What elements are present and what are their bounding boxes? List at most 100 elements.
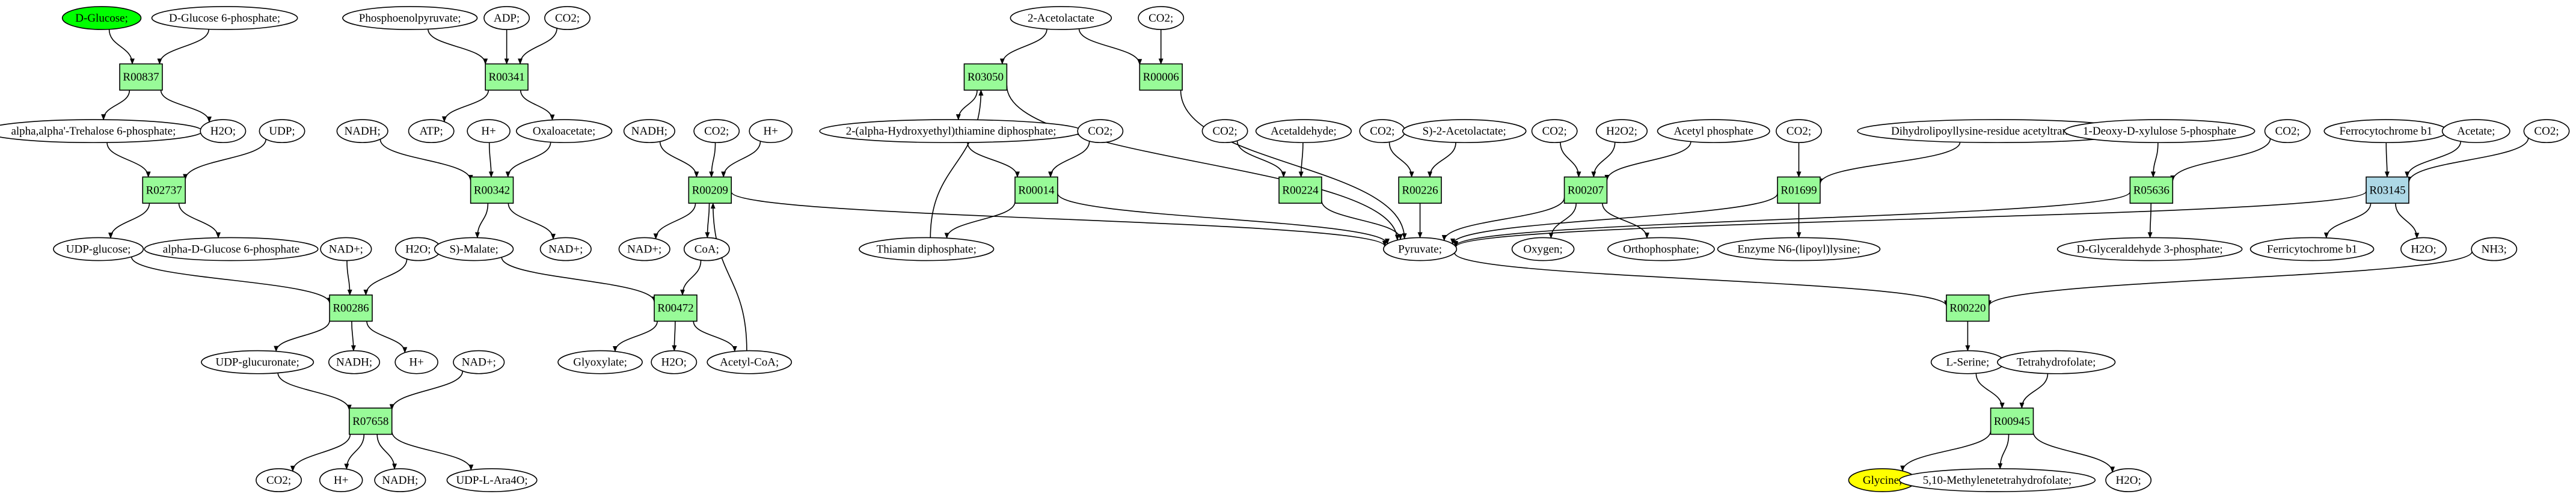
reaction-node-r_R00207[interactable]: R00207 xyxy=(1563,176,1608,204)
compound-node-c_nadplus_4[interactable]: NAD+; xyxy=(618,237,670,261)
reaction-node-r_R00014[interactable]: R00014 xyxy=(1014,176,1058,204)
compound-node-c_co2_2[interactable]: CO2; xyxy=(544,6,590,30)
compound-node-c_hydroxyethyltpp[interactable]: 2-(alpha-Hydroxyethyl)thiamine diphospha… xyxy=(819,119,1083,144)
node-label: Tetrahydrofolate; xyxy=(2017,356,2096,369)
compound-node-c_co2_6[interactable]: CO2; xyxy=(1201,119,1248,144)
compound-node-c_orthophosphate[interactable]: Orthophosphate; xyxy=(1607,237,1715,261)
node-label: Enzyme N6-(lipoyl)lysine; xyxy=(1737,243,1860,256)
compound-node-c_adp[interactable]: ADP; xyxy=(483,6,530,30)
edge-r_R00945-to-c_methylenethf xyxy=(1998,434,2010,469)
compound-node-c_hplus_2[interactable]: H+ xyxy=(319,468,363,492)
compound-node-c_pep[interactable]: Phosphoenolpyruvate; xyxy=(342,6,478,30)
node-label: H2O2; xyxy=(1606,125,1637,138)
compound-node-c_acetylcoa[interactable]: Acetyl-CoA; xyxy=(707,350,793,374)
edge-c_nadh_4-to-r_R00209 xyxy=(659,141,699,178)
compound-node-c_nadh_1[interactable]: NADH; xyxy=(328,350,381,374)
compound-node-c_hplus_3[interactable]: H+ xyxy=(467,119,511,144)
compound-node-c_dglucose[interactable]: D-Glucose; xyxy=(61,6,142,30)
compound-node-c_co2_5[interactable]: CO2; xyxy=(1077,119,1124,144)
reaction-node-r_R00224[interactable]: R00224 xyxy=(1278,176,1322,204)
compound-node-c_trehalose6p[interactable]: alpha,alpha'-Trehalose 6-phosphate; xyxy=(0,119,203,144)
compound-node-c_methylenethf[interactable]: 5,10-Methylenetetrahydrofolate; xyxy=(1898,468,2096,492)
compound-ellipse xyxy=(683,237,730,261)
compound-node-c_acetylphosphate[interactable]: Acetyl phosphate xyxy=(1657,119,1770,144)
reaction-node-r_R03145[interactable]: R03145 xyxy=(2366,176,2409,204)
node-label: H+ xyxy=(409,356,423,369)
compound-node-c_udpara4o[interactable]: UDP-L-Ara4O; xyxy=(446,468,538,492)
compound-node-c_co2_7[interactable]: CO2; xyxy=(1359,119,1406,144)
reaction-node-r_R01699[interactable]: R01699 xyxy=(1777,176,1821,204)
compound-ellipse xyxy=(1511,237,1575,261)
reaction-node-r_R00226[interactable]: R00226 xyxy=(1398,176,1442,204)
compound-node-c_lserine[interactable]: L-Serine; xyxy=(1930,350,2005,374)
compound-node-c_h2o_1[interactable]: H2O; xyxy=(200,119,247,144)
reaction-node-r_R00209[interactable]: R00209 xyxy=(688,176,732,204)
compound-node-c_nadplus_1[interactable]: NAD+; xyxy=(320,237,372,261)
compound-node-c_dga3p[interactable]: D-Glyceraldehyde 3-phosphate; xyxy=(2056,237,2243,261)
reaction-node-r_R00286[interactable]: R00286 xyxy=(329,294,373,322)
reaction-node-r_R05636[interactable]: R05636 xyxy=(2129,176,2174,204)
reaction-node-r_R00006[interactable]: R00006 xyxy=(1139,63,1183,91)
edge-c_2acetolactate-to-r_R00006 xyxy=(1078,28,1142,66)
compound-node-c_h2o_5[interactable]: H2O; xyxy=(2105,468,2152,492)
compound-node-c_h2o_3[interactable]: H2O; xyxy=(651,350,698,374)
compound-node-c_2acetolactate[interactable]: 2-Acetolactate xyxy=(1010,6,1112,30)
compound-node-c_smalate[interactable]: S)-Malate; xyxy=(434,237,514,261)
compound-node-c_nadh_3[interactable]: NADH; xyxy=(336,119,388,144)
compound-node-c_h2o_2[interactable]: H2O; xyxy=(394,237,441,261)
compound-node-c_s2acetolactate[interactable]: S)-2-Acetolactate; xyxy=(1402,119,1527,144)
compound-node-c_co2_9[interactable]: CO2; xyxy=(1776,119,1822,144)
compound-node-c_nadh_2[interactable]: NADH; xyxy=(374,468,426,492)
reaction-node-r_R00220[interactable]: R00220 xyxy=(1946,294,1990,322)
reaction-node-r_R03050[interactable]: R03050 xyxy=(963,63,1008,91)
compound-node-c_deoxyxylulose5p[interactable]: 1-Deoxy-D-xylulose 5-phosphate xyxy=(2064,119,2256,144)
compound-node-c_thiamindp[interactable]: Thiamin diphosphate; xyxy=(859,237,995,261)
reaction-node-r_R00342[interactable]: R00342 xyxy=(470,176,514,204)
compound-node-c_co2_4[interactable]: CO2; xyxy=(1138,6,1185,30)
compound-node-c_nadplus_2[interactable]: NAD+; xyxy=(453,350,505,374)
compound-node-c_oxaloacetate[interactable]: Oxaloacetate; xyxy=(515,119,613,144)
node-label: Acetaldehyde; xyxy=(1271,125,1337,138)
reaction-node-r_R00945[interactable]: R00945 xyxy=(1990,407,2034,435)
compound-node-c_coa[interactable]: CoA; xyxy=(683,237,730,261)
compound-node-c_co2_11[interactable]: CO2; xyxy=(2523,119,2570,144)
reaction-node-r_R02737[interactable]: R02737 xyxy=(142,176,186,204)
edge-r_R07658-to-c_hplus_2 xyxy=(344,434,365,470)
compound-node-c_hplus_4[interactable]: H+ xyxy=(749,119,793,144)
compound-node-c_oxygen[interactable]: Oxygen; xyxy=(1511,237,1575,261)
compound-node-c_pyruvate[interactable]: Pyruvate; xyxy=(1382,237,1458,261)
compound-node-c_udp_1[interactable]: UDP; xyxy=(259,119,305,144)
reaction-node-r_R00837[interactable]: R00837 xyxy=(119,63,163,91)
reaction-node-r_R00341[interactable]: R00341 xyxy=(485,63,529,91)
compound-node-c_thf[interactable]: Tetrahydrofolate; xyxy=(1996,350,2116,374)
node-label: CO2; xyxy=(266,474,291,487)
node-label: H2O; xyxy=(2411,243,2436,256)
compound-node-c_dg6p[interactable]: D-Glucose 6-phosphate; xyxy=(151,6,298,30)
compound-node-c_glyoxylate[interactable]: Glyoxylate; xyxy=(557,350,643,374)
compound-node-c_nadplus_3[interactable]: NAD+; xyxy=(539,237,592,261)
compound-node-c_nh3[interactable]: NH3; xyxy=(2471,237,2518,261)
compound-node-c_udpglucuronate[interactable]: UDP-glucuronate; xyxy=(201,350,314,374)
compound-node-c_co2_8[interactable]: CO2; xyxy=(1531,119,1578,144)
compound-node-c_udpglucose[interactable]: UDP-glucose; xyxy=(53,237,144,261)
compound-node-c_co2_10[interactable]: CO2; xyxy=(2264,119,2311,144)
reaction-node-r_R07658[interactable]: R07658 xyxy=(349,407,393,435)
compound-node-c_co2_1[interactable]: CO2; xyxy=(256,468,302,492)
compound-node-c_co2_3[interactable]: CO2; xyxy=(693,119,740,144)
compound-node-c_acetaldehyde[interactable]: Acetaldehyde; xyxy=(1255,119,1352,144)
edge-r_R00224-to-c_pyruvate xyxy=(1321,200,1403,240)
compound-node-c_h2o2[interactable]: H2O2; xyxy=(1595,119,1648,144)
compound-node-c_hplus_1[interactable]: H+ xyxy=(394,350,438,374)
compound-node-c_atp[interactable]: ATP; xyxy=(408,119,455,144)
reaction-box xyxy=(1563,176,1608,204)
compound-node-c_ferrocytochrome[interactable]: Ferrocytochrome b1 xyxy=(2323,119,2449,144)
compound-node-c_adg6p[interactable]: alpha-D-Glucose 6-phosphate xyxy=(144,237,319,261)
node-label: UDP-L-Ara4O; xyxy=(456,474,527,487)
compound-node-c_h2o_4[interactable]: H2O; xyxy=(2400,237,2447,261)
compound-node-c_acetate[interactable]: Acetate; xyxy=(2441,119,2510,144)
compound-node-c_ferricytochrome[interactable]: Ferricytochrome b1 xyxy=(2249,237,2375,261)
compound-node-c_dihydrolipoyllysine[interactable]: Dihydrolipoyllysine-residue acetyltransf… xyxy=(1857,119,2138,144)
compound-node-c_enzymen6[interactable]: Enzyme N6-(lipoyl)lysine; xyxy=(1717,237,1881,261)
compound-node-c_nadh_4[interactable]: NADH; xyxy=(623,119,675,144)
reaction-node-r_R00472[interactable]: R00472 xyxy=(654,294,698,322)
